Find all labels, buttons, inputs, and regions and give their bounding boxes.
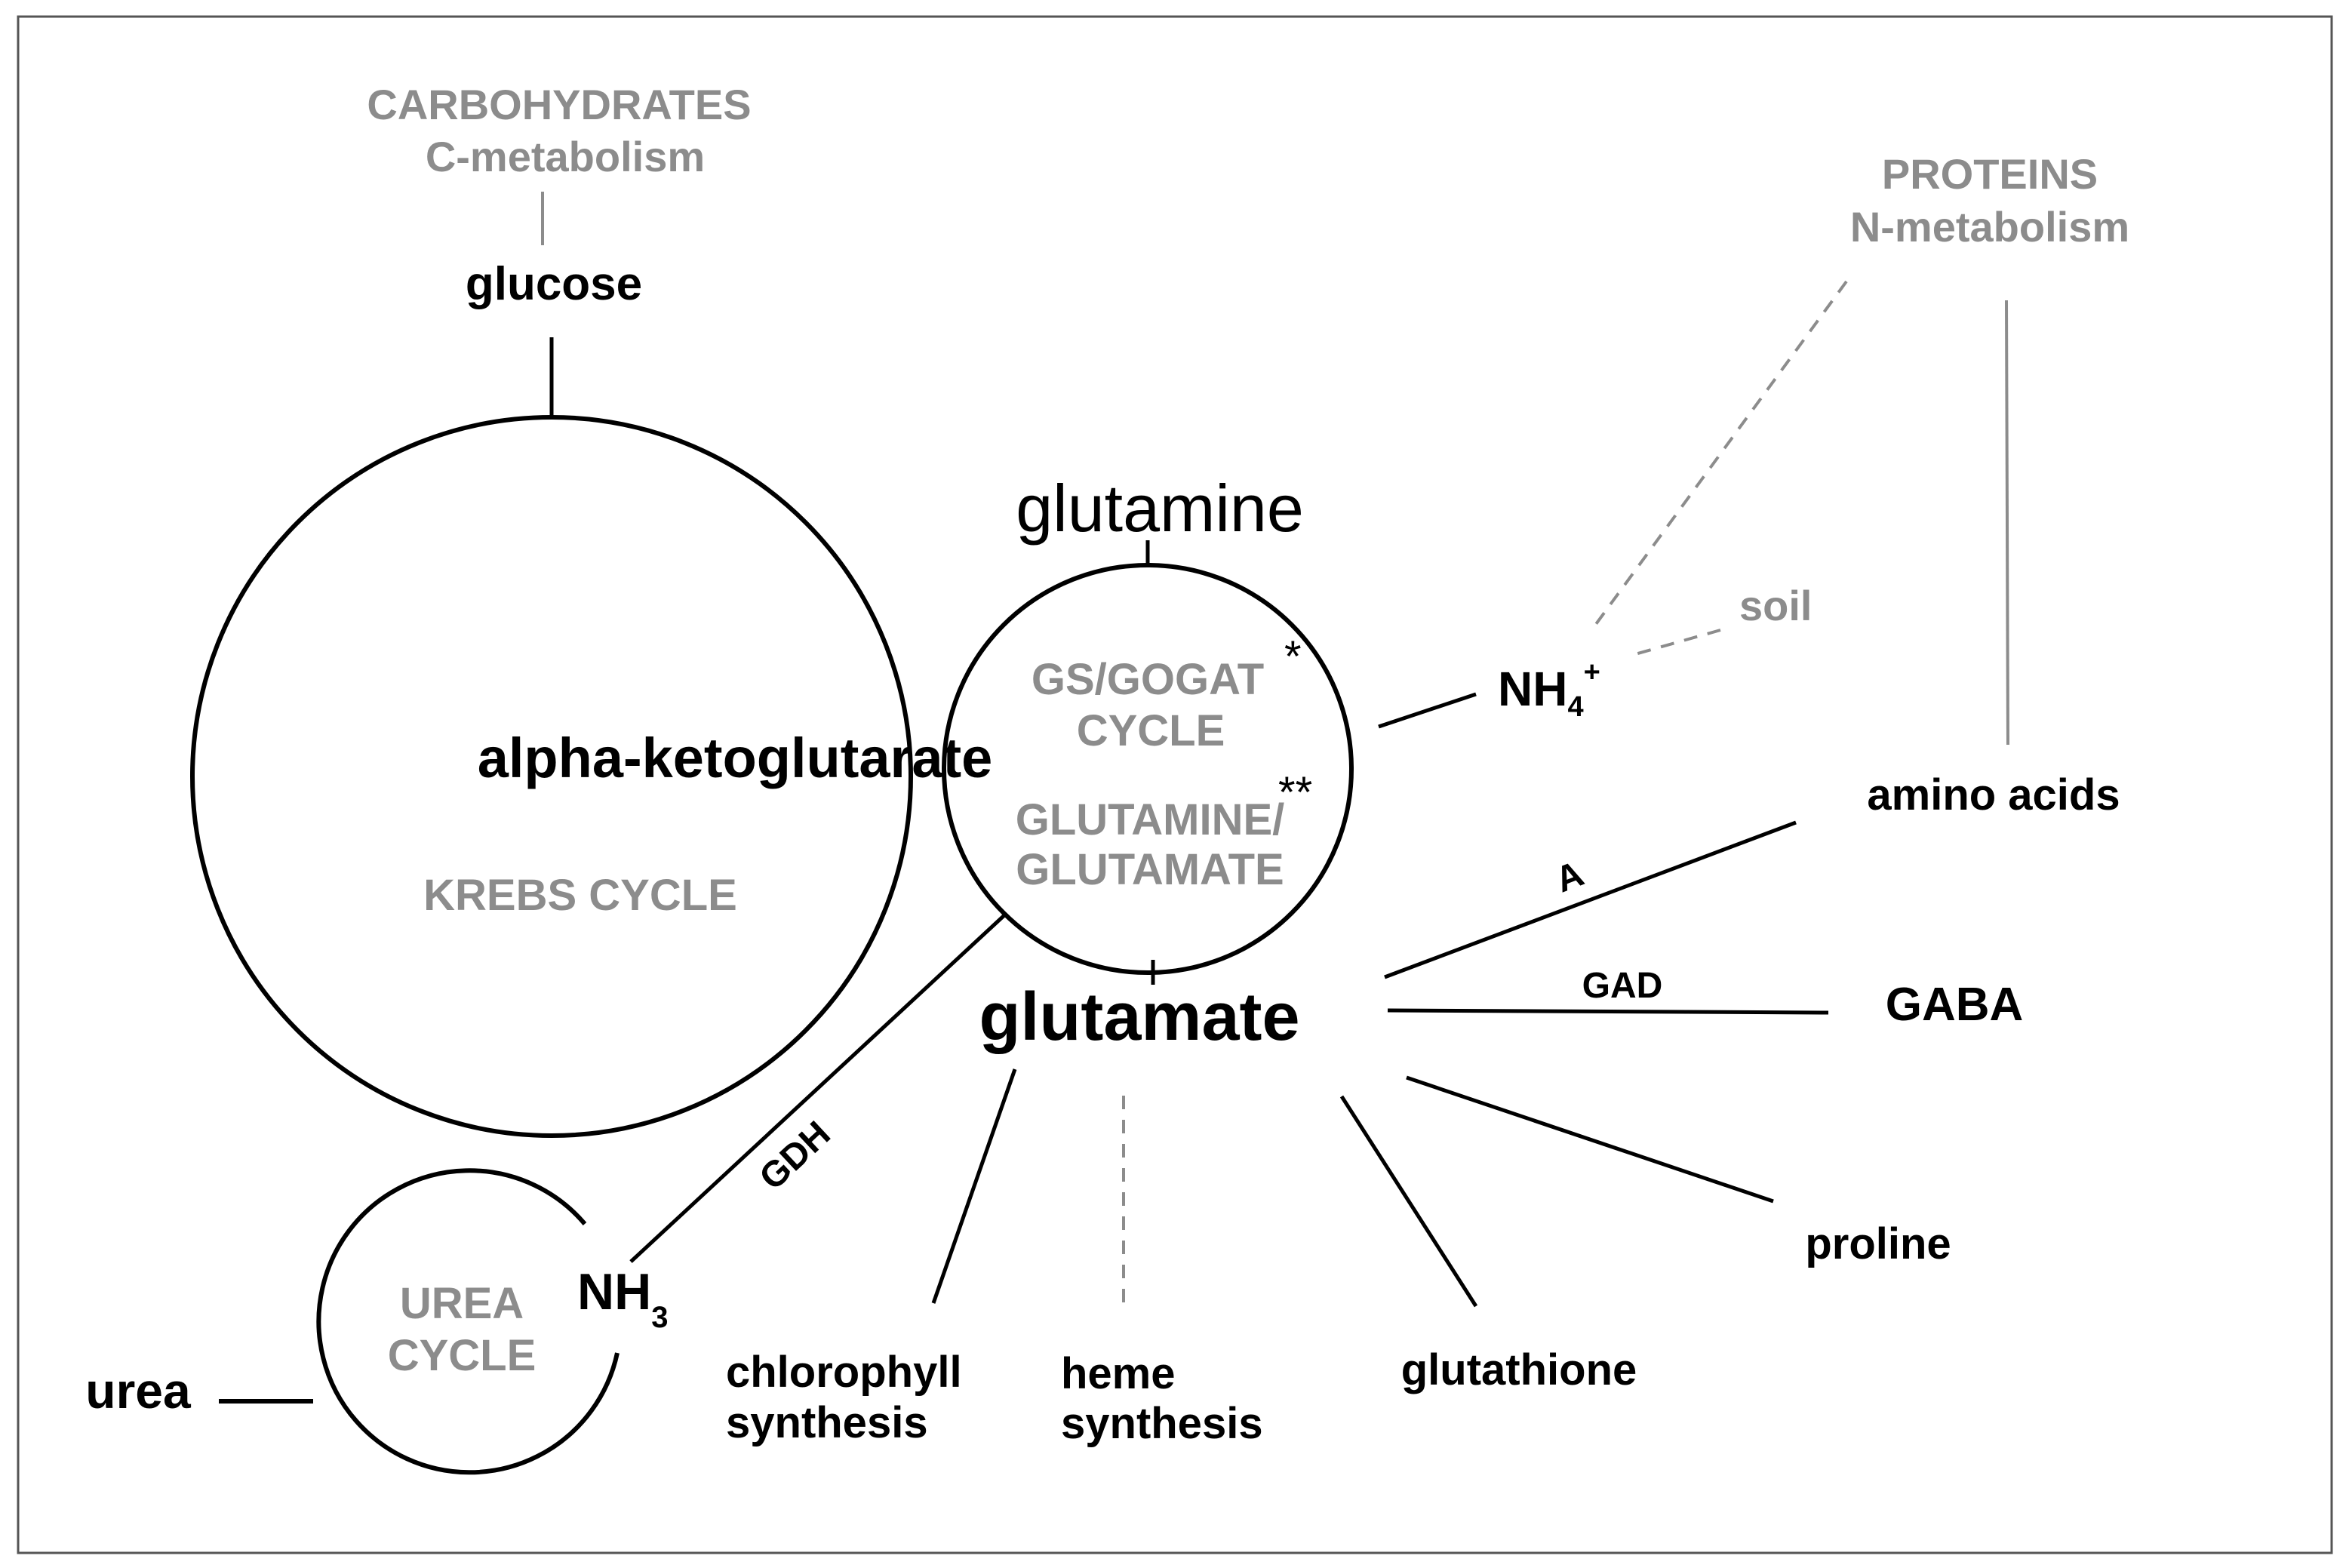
glutamine-glutamate-label: GLUTAMINE/ bbox=[1016, 795, 1285, 844]
urea-cycle-circle bbox=[316, 1168, 620, 1475]
alpha-ketoglutarate-label: alpha-ketoglutarate bbox=[478, 727, 993, 789]
glutathione-line bbox=[1339, 1095, 1478, 1308]
soil-label: soil bbox=[1739, 582, 1812, 629]
urea-cycle-label: UREA bbox=[400, 1279, 524, 1328]
glutamine-glutamate-asterisks: ** bbox=[1278, 768, 1312, 817]
glutathione-label: glutathione bbox=[1401, 1345, 1637, 1394]
enzyme-gad-label: GAD bbox=[1582, 966, 1663, 1006]
glutamine-label: glutamine bbox=[1016, 471, 1304, 546]
urea-cycle-label-line2: CYCLE bbox=[388, 1331, 537, 1380]
n-metabolism-label: N-metabolism bbox=[1850, 203, 2129, 251]
proline-label: proline bbox=[1805, 1219, 1951, 1268]
nh4-link bbox=[1378, 692, 1477, 729]
carbohydrates-label: CARBOHYDRATES bbox=[367, 81, 751, 128]
glucose-label: glucose bbox=[466, 258, 642, 310]
urea-label: urea bbox=[85, 1363, 192, 1419]
gs-gogat-cycle-label: CYCLE bbox=[1077, 706, 1225, 755]
gdh-line bbox=[629, 914, 1006, 1263]
soil-nh4-dashed-line bbox=[1634, 629, 1721, 656]
gaba-line bbox=[1387, 1008, 1829, 1015]
amino-acids-label: amino acids bbox=[1867, 770, 2120, 819]
glutamate-label: glutamate bbox=[979, 979, 1299, 1055]
gaba-label: GABA bbox=[1886, 979, 2024, 1031]
nh4-label: NH4+ bbox=[1498, 656, 1600, 723]
diagram-frame bbox=[17, 15, 2333, 1554]
heme-synthesis-label-line2: synthesis bbox=[1061, 1399, 1263, 1448]
heme-synthesis-label: heme bbox=[1061, 1349, 1176, 1398]
nh4-subscript: 4 bbox=[1567, 691, 1583, 723]
nh4-superscript: + bbox=[1584, 656, 1600, 688]
chlorophyll-line bbox=[931, 1068, 1017, 1304]
enzyme-a-label: A bbox=[1550, 854, 1588, 901]
c-metabolism-label: C-metabolism bbox=[426, 133, 705, 180]
proline-line bbox=[1406, 1075, 1774, 1204]
glutamine-glutamate-label-line2: GLUTAMATE bbox=[1016, 845, 1284, 894]
enzyme-gdh-label: GDH bbox=[752, 1114, 838, 1198]
krebs-cycle-label: KREBS CYCLE bbox=[423, 871, 737, 920]
proteins-amino-acids-line bbox=[2005, 300, 2009, 746]
chlorophyll-synthesis-label: chlorophyll bbox=[726, 1348, 962, 1397]
chlorophyll-synthesis-label-line2: synthesis bbox=[726, 1398, 928, 1447]
nh3-label: NH3 bbox=[577, 1263, 668, 1334]
proteins-nh4-dashed-line bbox=[1591, 280, 1848, 631]
gs-gogat-label: GS/GOGAT bbox=[1032, 655, 1264, 704]
nh3-subscript: 3 bbox=[651, 1301, 668, 1334]
proteins-label: PROTEINS bbox=[1882, 150, 2098, 198]
amino-acids-line bbox=[1384, 820, 1797, 979]
gs-gogat-asterisk: * bbox=[1284, 632, 1302, 681]
